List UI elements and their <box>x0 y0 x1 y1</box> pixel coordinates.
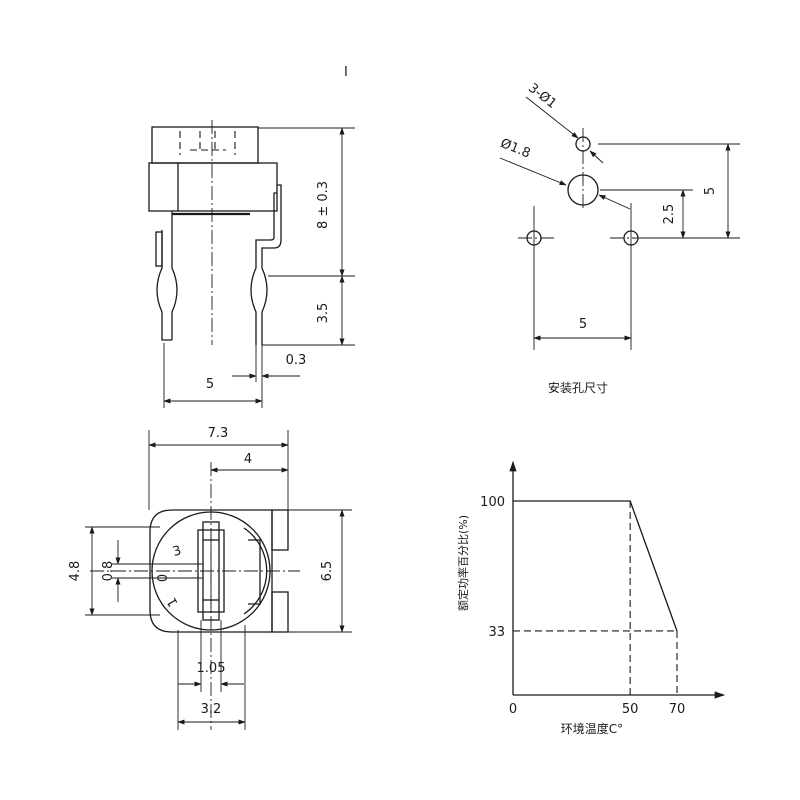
bottom-width-label: 3.2 <box>201 702 222 717</box>
y-tick-label: 33 <box>488 625 505 640</box>
front-height-label: 6.5 <box>320 561 335 582</box>
dial-mark-1: 1 <box>164 594 181 609</box>
hole-pattern-caption: 安装孔尺寸 <box>548 380 608 395</box>
width-label: 5 <box>206 377 214 392</box>
front-tab-lower <box>271 591 289 633</box>
x-tick-label: 70 <box>669 702 686 717</box>
hole-height-label: 5 <box>703 187 718 195</box>
front-body <box>149 509 273 633</box>
center-hole-label: Ø1.8 <box>498 136 532 161</box>
slot-width-label: 1.05 <box>197 661 226 676</box>
hole-spacing-label: 5 <box>579 317 587 332</box>
x-axis-label: 环境温度C° <box>561 721 623 736</box>
holes-label: 3-Ø1 <box>525 81 559 112</box>
offset-label: 2.5 <box>662 204 677 225</box>
center-offset-label: 4 <box>244 452 252 467</box>
right-lead <box>261 184 282 345</box>
front-view: 3 0 1 7.3 4 6.5 4.8 0.8 1.05 3.2 <box>68 426 352 730</box>
left-lead <box>171 211 178 340</box>
derating-chart: 额定功率百分比(%) 环境温度C° 0 50 70 33 100 <box>456 460 726 736</box>
slot-label: 0.8 <box>101 561 116 582</box>
front-width-label: 7.3 <box>208 426 229 441</box>
view-marker: I <box>344 65 348 80</box>
x-tick-label: 50 <box>622 702 639 717</box>
y-axis-label: 额定功率百分比(%) <box>456 515 470 611</box>
lead-thickness-label: 0.3 <box>286 353 307 368</box>
dial-mark-3: 3 <box>171 543 183 560</box>
holes-leader <box>525 96 579 139</box>
derating-curve <box>513 500 678 632</box>
side-view: I 8 ± 0.3 3.5 5 0.3 <box>148 65 355 408</box>
height-label: 8 ± 0.3 <box>316 181 331 229</box>
side-body <box>148 162 278 212</box>
x-tick-label: 0 <box>509 702 517 717</box>
hole-pattern: 3-Ø1 Ø1.8 2.5 5 5 安装孔尺寸 <box>498 81 740 395</box>
side-cap <box>151 126 259 164</box>
front-tab-upper <box>271 509 289 551</box>
center-hole-leader <box>499 157 567 186</box>
left-height-label: 4.8 <box>68 561 83 582</box>
lead-length-label: 3.5 <box>316 303 331 324</box>
y-tick-label: 100 <box>480 495 505 510</box>
